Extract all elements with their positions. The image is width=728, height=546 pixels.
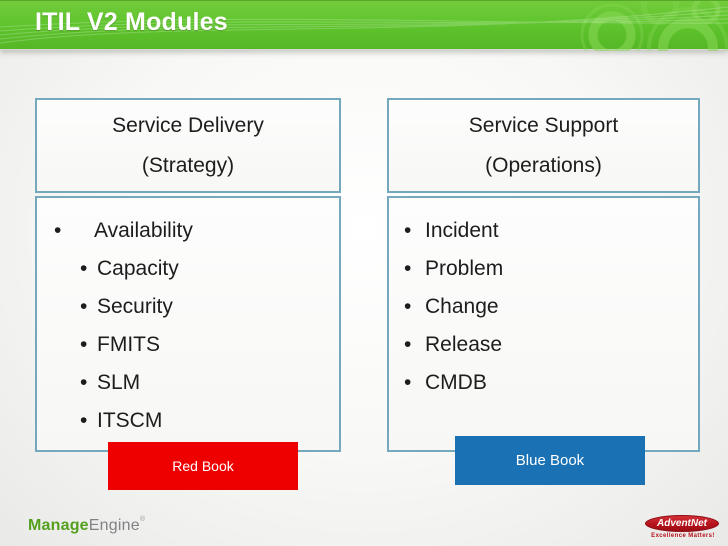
service-delivery-list: AvailabilityCapacitySecurityFMITSSLMITSC… [37, 198, 339, 440]
blue-book-label: Blue Book [455, 436, 645, 485]
service-support-list-box: IncidentProblemChangeReleaseCMDB [387, 196, 700, 452]
list-item: Security [37, 288, 339, 326]
service-support-list: IncidentProblemChangeReleaseCMDB [389, 198, 698, 402]
panel-title: Service Delivery [112, 113, 264, 137]
service-delivery-list-box: AvailabilityCapacitySecurityFMITSSLMITSC… [35, 196, 341, 452]
list-item: Capacity [37, 250, 339, 288]
list-item: Problem [389, 250, 698, 288]
panel-subtitle: (Strategy) [141, 153, 235, 177]
manageengine-logo-light: Engine [88, 517, 140, 534]
registered-mark-icon: ® [139, 516, 146, 523]
panel-title: Service Support [468, 113, 619, 137]
page-title: ITIL V2 Modules [35, 8, 228, 36]
manageengine-logo: ManageEngine® [28, 516, 146, 535]
list-item: FMITS [37, 326, 339, 364]
adventnet-tagline: Excellence Matters! [651, 533, 715, 539]
slide-header: ITIL V2 Modules [0, 0, 728, 51]
adventnet-logo-ellipse: AdventNet [645, 515, 719, 532]
list-item: Release [389, 326, 698, 364]
manageengine-logo-bold: Manage [28, 517, 89, 534]
list-item: Availability [37, 212, 339, 250]
list-item: CMDB [389, 364, 698, 402]
adventnet-logo: AdventNet Excellence Matters! [645, 515, 721, 539]
service-support-header: Service Support (Operations) [387, 98, 700, 193]
list-item: Incident [389, 212, 698, 250]
list-item: Change [389, 288, 698, 326]
service-delivery-header: Service Delivery (Strategy) [35, 98, 341, 193]
header-decoration-swirls [0, 1, 728, 51]
list-item: ITSCM [37, 402, 339, 440]
red-book-label: Red Book [108, 442, 298, 490]
list-item: SLM [37, 364, 339, 402]
panel-subtitle: (Operations) [485, 153, 602, 177]
